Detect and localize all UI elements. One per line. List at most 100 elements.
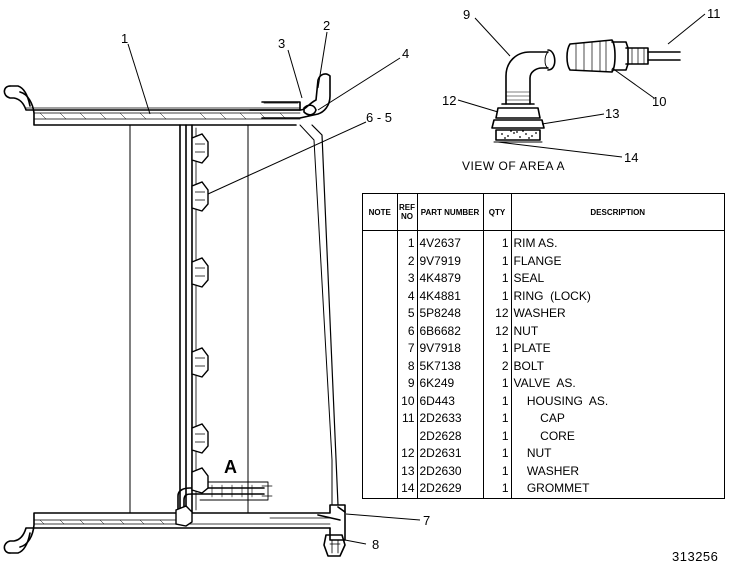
desc-cell: CAP [513, 411, 565, 425]
part-cell: 6K249 [417, 375, 484, 393]
callout-2: 2 [323, 18, 331, 33]
qty-cell: 1 [483, 375, 512, 393]
flange-bottom [179, 504, 346, 541]
part-cell: 2D2633 [417, 410, 484, 428]
callout-12: 12 [442, 93, 457, 108]
desc-cell: SEAL [513, 271, 545, 285]
ref-cell: 4 [397, 287, 418, 305]
part-cell: 9V7918 [417, 340, 484, 358]
qty-cell: 1 [483, 230, 512, 253]
part-cell: 5K7138 [417, 357, 484, 375]
qty-cell: 1 [483, 462, 512, 480]
nut [191, 181, 209, 212]
ref-cell: 2 [397, 252, 418, 270]
note-cell [363, 270, 398, 288]
leader-9 [474, 17, 511, 57]
rim-right-edge [299, 124, 333, 506]
qty-cell: 1 [483, 480, 512, 498]
note-cell [363, 230, 398, 253]
nut [175, 505, 193, 527]
qty-cell: 1 [483, 252, 512, 270]
desc-cell: FLANGE [513, 253, 562, 268]
ref-cell: 5 [397, 305, 418, 323]
valve-core [647, 51, 681, 61]
leader-10 [611, 67, 655, 99]
note-cell [363, 480, 398, 498]
valve-body [505, 51, 549, 105]
ref-cell: 1 [397, 230, 418, 253]
ref-cell: 10 [397, 392, 418, 410]
header-qty: QTY [483, 194, 512, 231]
part-cell: 4K4881 [417, 287, 484, 305]
view-of-area-label: VIEW OF AREA A [462, 159, 566, 173]
note-cell [363, 252, 398, 270]
qty-cell: 1 [483, 270, 512, 288]
callout-11: 11 [707, 6, 721, 21]
flange-top [249, 73, 331, 119]
note-cell [363, 322, 398, 340]
header-note: NOTE [363, 194, 398, 231]
desc-cell: WASHER [513, 463, 580, 478]
leader-13 [541, 113, 605, 125]
part-cell: 5P8248 [417, 305, 484, 323]
table-header-row: NOTE REF NO PART NUMBER QTY DESCRIPTION [363, 194, 724, 231]
desc-cell: NUT [513, 323, 539, 338]
qty-cell: 1 [483, 340, 512, 358]
ref-cell [397, 427, 418, 445]
nut [191, 467, 209, 494]
callout-8: 8 [372, 537, 380, 552]
leader-8 [344, 539, 367, 545]
valve-stem [177, 487, 265, 513]
note-cell [363, 375, 398, 393]
ref-cell: 7 [397, 340, 418, 358]
callout-14: 14 [624, 150, 639, 165]
parts-list-table: NOTE REF NO PART NUMBER QTY DESCRIPTION … [362, 193, 725, 499]
qty-cell: 2 [483, 357, 512, 375]
callout-7: 7 [423, 513, 431, 528]
qty-cell: 1 [483, 287, 512, 305]
callout-10: 10 [652, 94, 667, 109]
ref-cell: 11 [397, 410, 418, 428]
part-cell: 2D2630 [417, 462, 484, 480]
part-cell: 4V2637 [417, 230, 484, 253]
qty-cell: 12 [483, 322, 512, 340]
desc-cell: RING (LOCK) [513, 288, 591, 303]
part-cell: 9V7919 [417, 252, 484, 270]
qty-cell: 12 [483, 305, 512, 323]
part-cell: 6D443 [417, 392, 484, 410]
callout-4: 4 [402, 46, 410, 61]
part-cell: 4K4879 [417, 270, 484, 288]
seal-ring [303, 104, 317, 116]
qty-cell: 1 [483, 410, 512, 428]
qty-cell: 1 [483, 427, 512, 445]
ref-cell: 6 [397, 322, 418, 340]
note-cell [363, 427, 398, 445]
leader-12 [457, 99, 499, 113]
qty-cell: 1 [483, 445, 512, 463]
washer [491, 119, 545, 129]
note-cell [363, 462, 398, 480]
nut [191, 423, 209, 454]
callout-1: 1 [121, 31, 129, 46]
header-part: PART NUMBER [417, 194, 484, 231]
note-cell [363, 392, 398, 410]
leader-1 [127, 43, 151, 115]
ref-cell: 13 [397, 462, 418, 480]
ref-cell: 3 [397, 270, 418, 288]
leader-7 [345, 513, 421, 521]
note-cell [363, 305, 398, 323]
ref-cell: 12 [397, 445, 418, 463]
part-cell: 2D2628 [417, 427, 484, 445]
callout-3: 3 [278, 36, 286, 51]
